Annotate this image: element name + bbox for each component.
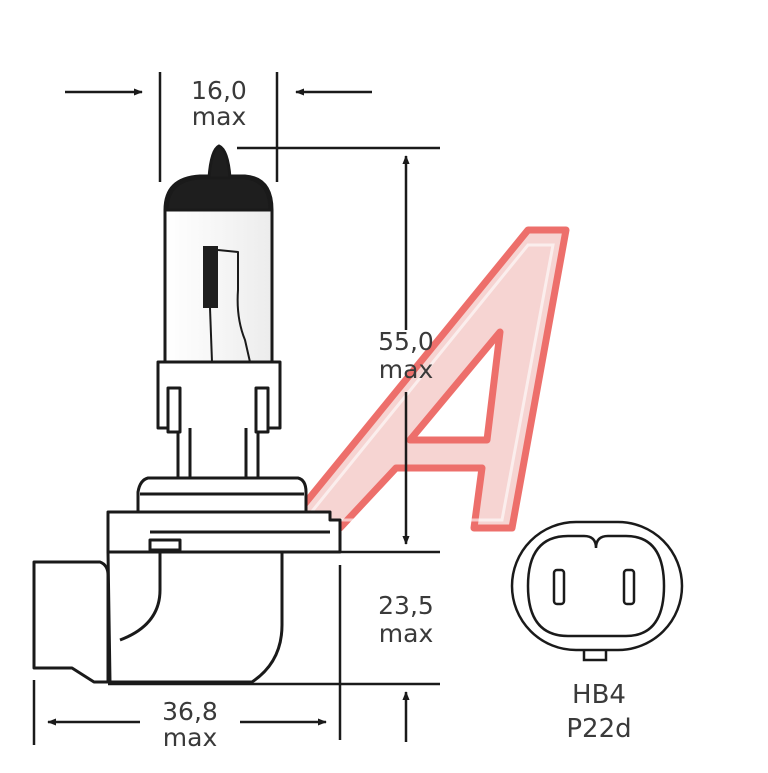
dim-top-width-unit: max bbox=[192, 102, 246, 131]
dim-base-width-value: 36,8 bbox=[162, 697, 218, 726]
dim-base-height-value: 23,5 bbox=[378, 591, 434, 620]
socket-inner bbox=[526, 534, 666, 638]
bulb-drawing bbox=[32, 144, 342, 684]
filament-lead-2 bbox=[209, 307, 213, 363]
dimension-labels: 16,0 max 55,0 max 23,5 max 36,8 max bbox=[162, 76, 434, 752]
dim-base-height-unit: max bbox=[379, 619, 433, 648]
socket-base-label: P22d bbox=[566, 714, 631, 744]
socket-face-view bbox=[510, 520, 684, 662]
glass-cap bbox=[165, 176, 272, 212]
glass-tip bbox=[207, 144, 232, 180]
dim-bulb-height-value: 55,0 bbox=[378, 327, 434, 356]
watermark-logo-a bbox=[281, 226, 570, 532]
filament bbox=[203, 246, 218, 308]
socket-pin-left bbox=[552, 568, 566, 606]
glass-envelope bbox=[163, 174, 274, 364]
dimension-lines bbox=[32, 72, 440, 745]
filament-lead bbox=[217, 249, 251, 363]
side-plug bbox=[32, 560, 110, 684]
connector-body bbox=[106, 550, 284, 684]
socket-pin-right bbox=[622, 568, 636, 606]
dim-top-width-value: 16,0 bbox=[191, 76, 247, 105]
socket-type-label: HB4 bbox=[572, 680, 626, 710]
dim-base-width-unit: max bbox=[163, 723, 217, 752]
dim-bulb-height-unit: max bbox=[379, 355, 433, 384]
